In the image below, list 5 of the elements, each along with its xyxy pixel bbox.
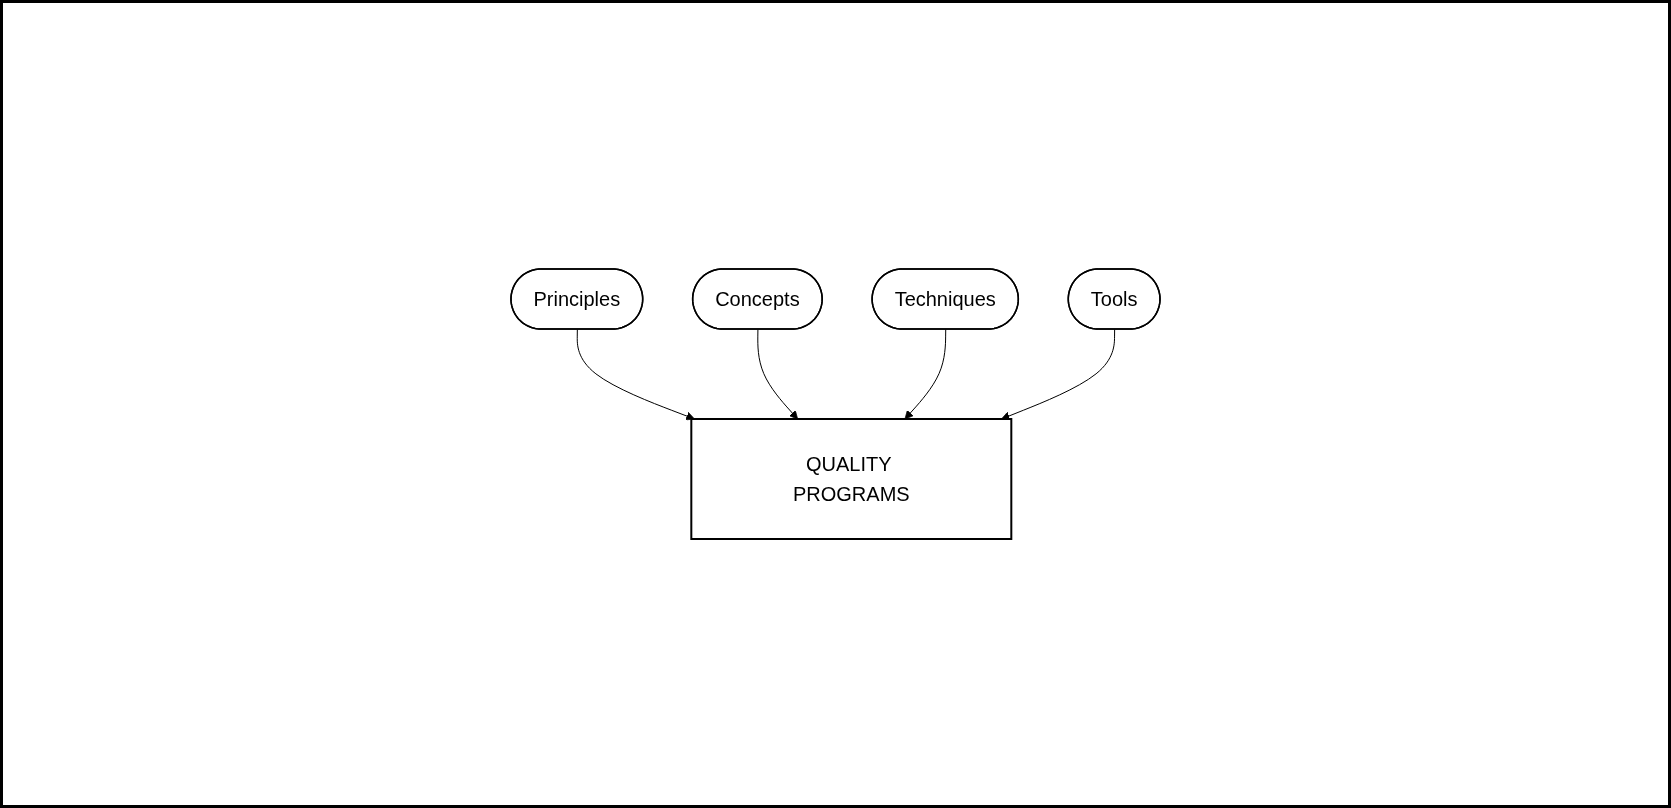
arrow (1001, 329, 1116, 421)
arrow (757, 329, 799, 420)
arrow (904, 329, 947, 420)
arrow (576, 329, 695, 421)
node-box: QUALITY PROGRAMS (690, 418, 1013, 540)
